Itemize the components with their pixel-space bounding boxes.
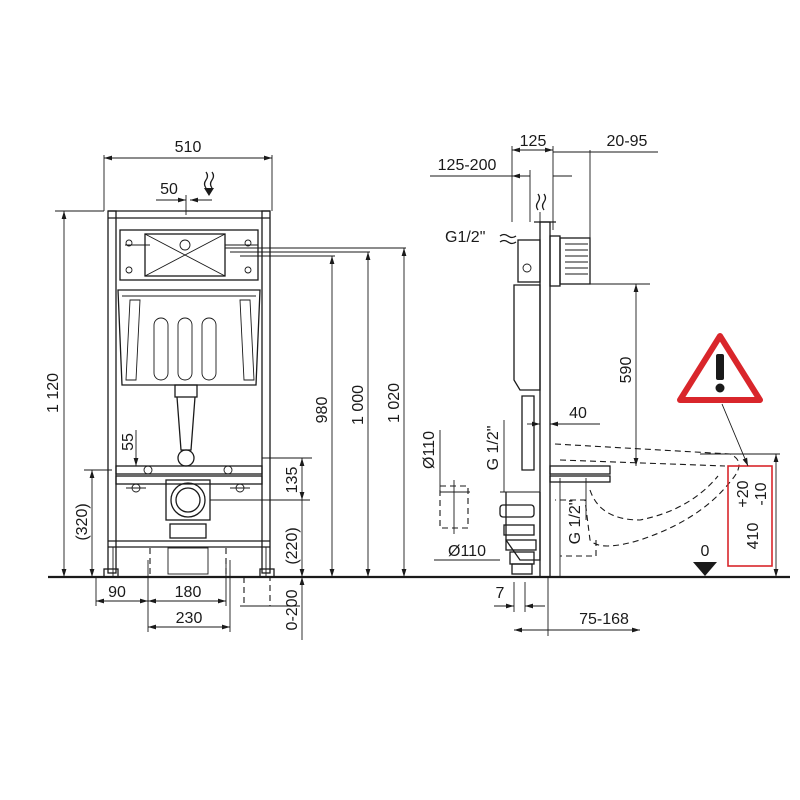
water-inlet-icon: [203, 171, 215, 196]
dim-g-lower: G 1/2": [567, 500, 584, 545]
side-frame: [539, 221, 551, 578]
dim-top-offset: 50: [160, 181, 178, 198]
front-view: 510 50 1 120 (320) 55 90 180: [45, 139, 407, 640]
dim-dia-110-upper: Ø110: [421, 431, 438, 469]
frame-right-post: [261, 210, 271, 574]
dim-w-90: 90: [108, 584, 126, 601]
dim-d-20-95: 20-95: [607, 133, 648, 150]
dim-h-980: 980: [314, 397, 331, 424]
dim-g-left: G 1/2": [485, 426, 502, 471]
dim-w-230: 230: [176, 610, 203, 627]
frame-left-post: [107, 210, 117, 574]
warning-icon: [677, 333, 763, 403]
flush-panel-bracket: [144, 233, 226, 277]
dim-width-total: 510: [175, 139, 202, 156]
dim-d-40: 40: [569, 405, 587, 422]
dim-seat-minus: -10: [753, 482, 770, 505]
cistern: [117, 289, 261, 386]
dim-w-180: 180: [175, 584, 202, 601]
dim-h-220: (220): [284, 527, 301, 564]
label-g-top: G1/2": [445, 229, 485, 246]
drain-outlet: [170, 482, 206, 518]
dim-seat-410: 410: [745, 523, 762, 550]
level-zero: 0: [701, 543, 710, 560]
dim-h-590: 590: [618, 357, 635, 384]
dim-h-1000: 1 000: [350, 385, 367, 425]
dim-h-135: 135: [284, 467, 301, 494]
dim-height-total: 1 120: [45, 373, 62, 413]
dim-h-320: (320): [74, 503, 91, 540]
dim-seat-plus: +20: [735, 480, 752, 507]
dim-d-125: 125: [520, 133, 547, 150]
dim-h-1020: 1 020: [386, 383, 403, 423]
wc-bowl-outline: [554, 443, 740, 547]
dim-d-125-200: 125-200: [438, 157, 497, 174]
dim-dia-110-lower: Ø110: [448, 543, 486, 560]
seat-height-highlight: [727, 465, 773, 567]
dim-h-55: 55: [120, 433, 137, 451]
dim-adjust-0-200: 0-200: [284, 589, 301, 630]
dim-d-7: 7: [496, 585, 505, 602]
dim-d-75-168: 75-168: [579, 611, 629, 628]
side-view: 125 20-95 125-200 G1/2" 590 40 Ø110 G 1/…: [421, 133, 780, 636]
